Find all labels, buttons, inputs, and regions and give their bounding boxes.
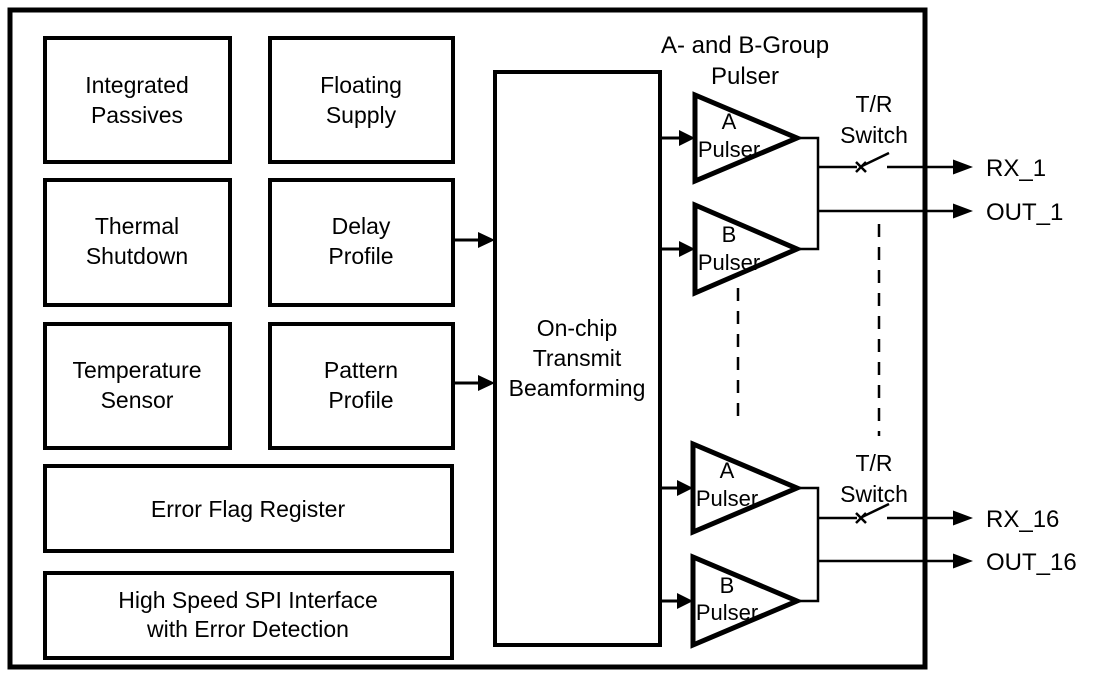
temperature-sensor-block (43, 322, 232, 450)
thermal-shutdown-label-line1: Thermal (95, 213, 179, 239)
delay-profile-block (268, 178, 455, 307)
rx1-arrowhead (953, 159, 973, 175)
tr-switch-bottom-label-line2: Switch (840, 481, 908, 507)
out1-port-label: OUT_1 (986, 199, 1063, 226)
tr-switch-top-label-line1: T/R (855, 91, 892, 117)
error-flag-register-label: Error Flag Register (151, 496, 346, 522)
error-flag-register-block (43, 464, 454, 553)
spi-interface-block (43, 571, 454, 660)
beamforming-label-line2: Transmit (533, 345, 622, 371)
rx16-port-label: RX_16 (986, 506, 1059, 533)
delay-to-beamforming-arrowhead (478, 232, 495, 248)
spi-interface-label-line1: High Speed SPI Interface (118, 587, 378, 613)
floating-supply-label-line2: Supply (326, 102, 397, 128)
bottom-b-pulser-label-line1: B (720, 573, 735, 598)
pattern-profile-label-line2: Profile (328, 387, 393, 413)
top-pulser-output-bracket (797, 136, 820, 251)
tr-switch-bottom-blade (861, 502, 890, 519)
beamforming-block (493, 70, 662, 647)
top-a-pulser-label-line1: A (722, 109, 737, 134)
bottom-a-pulser-label-line1: A (720, 458, 735, 483)
bottom-a-pulser-label-line2: Pulser (696, 486, 758, 511)
pulser-group-heading-line1: A- and B-Group (661, 32, 829, 59)
rx1-port-label: RX_1 (986, 155, 1046, 182)
integrated-passives-label-line2: Passives (91, 102, 183, 128)
tr-switch-top-blade (861, 151, 890, 168)
beamforming-to-bottom-a-arrowhead (677, 480, 693, 496)
delay-profile-label-line1: Delay (332, 213, 391, 239)
temperature-sensor-label-line1: Temperature (72, 357, 201, 383)
pattern-to-beamforming-arrowhead (478, 375, 495, 391)
beamforming-label-line1: On-chip (537, 315, 618, 341)
tr-switch-top-label-line2: Switch (840, 122, 908, 148)
tr-switch-bottom-label-line1: T/R (855, 450, 892, 476)
floating-supply-label-line1: Floating (320, 72, 402, 98)
beamforming-to-bottom-b-arrowhead (677, 593, 693, 609)
bottom-b-pulser-triangle (690, 553, 804, 649)
bottom-b-pulser-label-line2: Pulser (696, 600, 758, 625)
floating-supply-block (268, 36, 455, 164)
thermal-shutdown-label-line2: Shutdown (86, 243, 188, 269)
beamforming-label-line3: Beamforming (509, 375, 646, 401)
out1-arrowhead (953, 203, 973, 219)
out16-port-label: OUT_16 (986, 549, 1077, 576)
beamforming-to-top-b-arrowhead (679, 241, 695, 257)
top-b-pulser-triangle (692, 201, 804, 297)
top-a-pulser-triangle (692, 91, 804, 185)
out16-arrowhead (953, 553, 973, 569)
spi-interface-label-line2: with Error Detection (146, 616, 349, 642)
top-b-pulser-label-line2: Pulser (698, 250, 760, 275)
temperature-sensor-label-line2: Sensor (101, 387, 174, 413)
integrated-passives-block (43, 36, 232, 164)
beamforming-to-top-a-arrowhead (679, 130, 695, 146)
pattern-profile-block (268, 322, 455, 450)
pulser-group-heading-line2: Pulser (711, 63, 779, 90)
delay-profile-label-line2: Profile (328, 243, 393, 269)
bottom-pulser-output-bracket (797, 486, 820, 603)
pattern-profile-label-line1: Pattern (324, 357, 398, 383)
rx16-arrowhead (953, 510, 973, 526)
integrated-passives-label-line1: Integrated (85, 72, 189, 98)
chip-outline (7, 7, 928, 670)
bottom-a-pulser-triangle (690, 440, 804, 536)
thermal-shutdown-block (43, 178, 232, 307)
top-a-pulser-label-line2: Pulser (698, 137, 760, 162)
top-b-pulser-label-line1: B (722, 222, 737, 247)
